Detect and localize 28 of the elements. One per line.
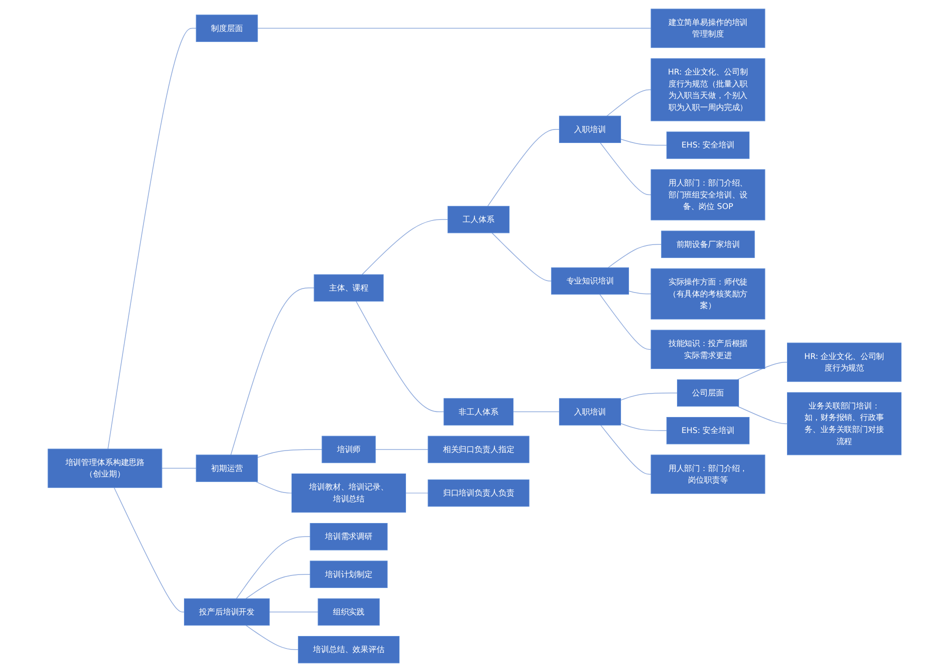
connector: [620, 392, 678, 401]
connector: [620, 423, 668, 431]
connector: [230, 288, 315, 456]
connector: [406, 492, 429, 494]
connector: [246, 625, 299, 650]
connector: [256, 481, 293, 494]
connector: [258, 449, 323, 458]
connector: [236, 536, 311, 599]
connector: [600, 424, 652, 475]
connector: [620, 138, 668, 146]
connector: [108, 28, 197, 450]
connector: [114, 487, 186, 612]
connector: [356, 300, 445, 412]
connector: [362, 219, 449, 275]
connector: [258, 28, 652, 29]
connector: [376, 449, 429, 450]
connector: [246, 574, 311, 599]
connector: [492, 232, 552, 282]
connector: [488, 129, 560, 207]
connector: [606, 89, 652, 116]
connector: [608, 244, 662, 268]
connector: [738, 406, 788, 424]
connector: [600, 294, 652, 350]
connector: [513, 411, 560, 412]
connector: [628, 290, 652, 294]
connector: [738, 362, 788, 380]
connector: [600, 142, 652, 196]
connector: [162, 468, 197, 469]
